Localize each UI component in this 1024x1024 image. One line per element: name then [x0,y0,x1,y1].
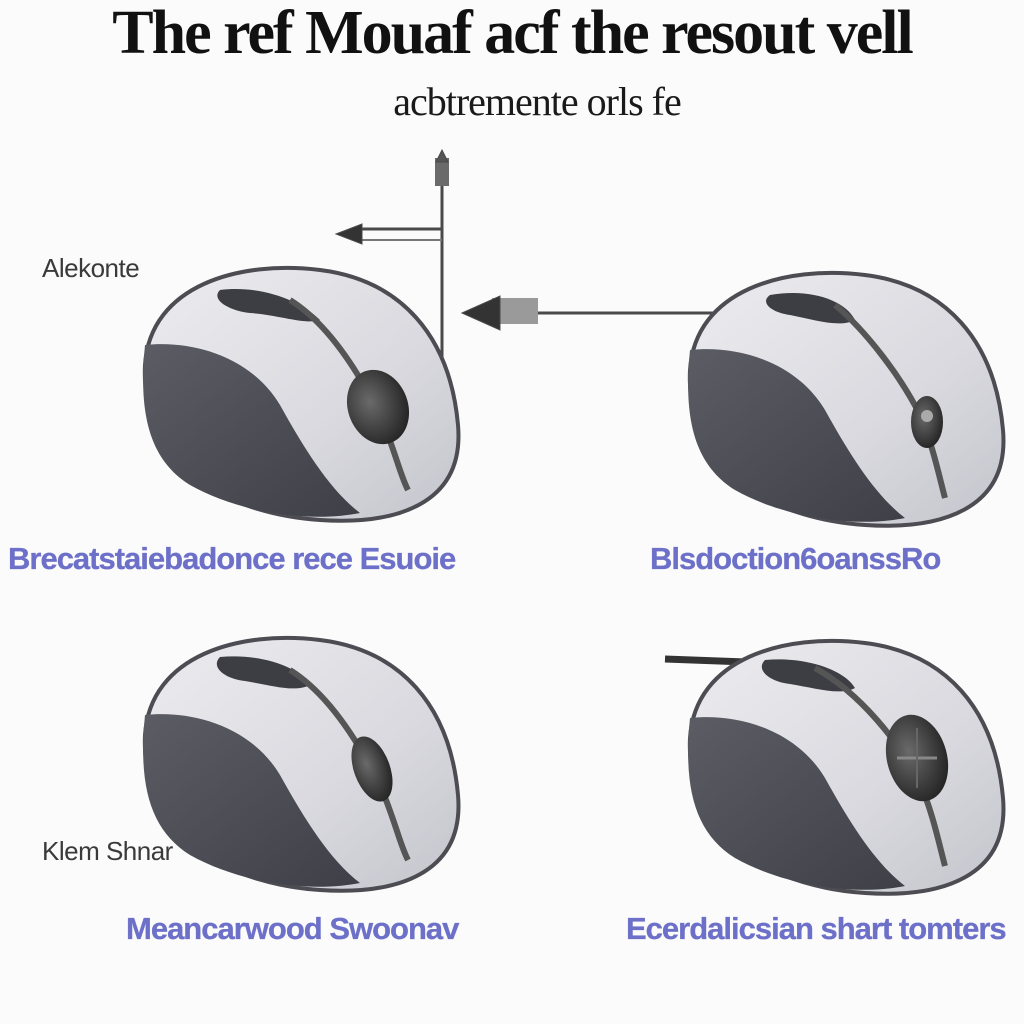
scroll-wheel-icon [346,369,410,445]
vertical-arrow-cap [435,158,449,186]
mouse-bottom-right [687,638,1006,896]
scroll-wheel-icon [351,736,393,802]
caption-bottom-left: Meancarwood Swoonav [126,911,460,946]
vertical-arrow-head [435,148,449,163]
label-bottom-left: Klem Shnar [42,836,173,866]
mouse-top-right [687,270,1006,528]
caption-top-right: Blsdoction6oanssRo [650,541,942,576]
mouse-bottom-left [142,635,461,893]
long-arrow-head [460,295,501,331]
left-arrow-head [334,223,363,245]
diagram-subtitle: acbtremente orls fe [393,79,682,124]
caption-bottom-right: Ecerdalicsian shart tomters [626,911,1007,946]
diagram-title: The ref Mouaf acf the resout vell [112,0,914,67]
mouse-top-left [142,265,461,523]
caption-top-left: Brecatstaiebadonce rece Esuoie [8,541,457,576]
label-top-left: Alekonte [42,253,140,283]
